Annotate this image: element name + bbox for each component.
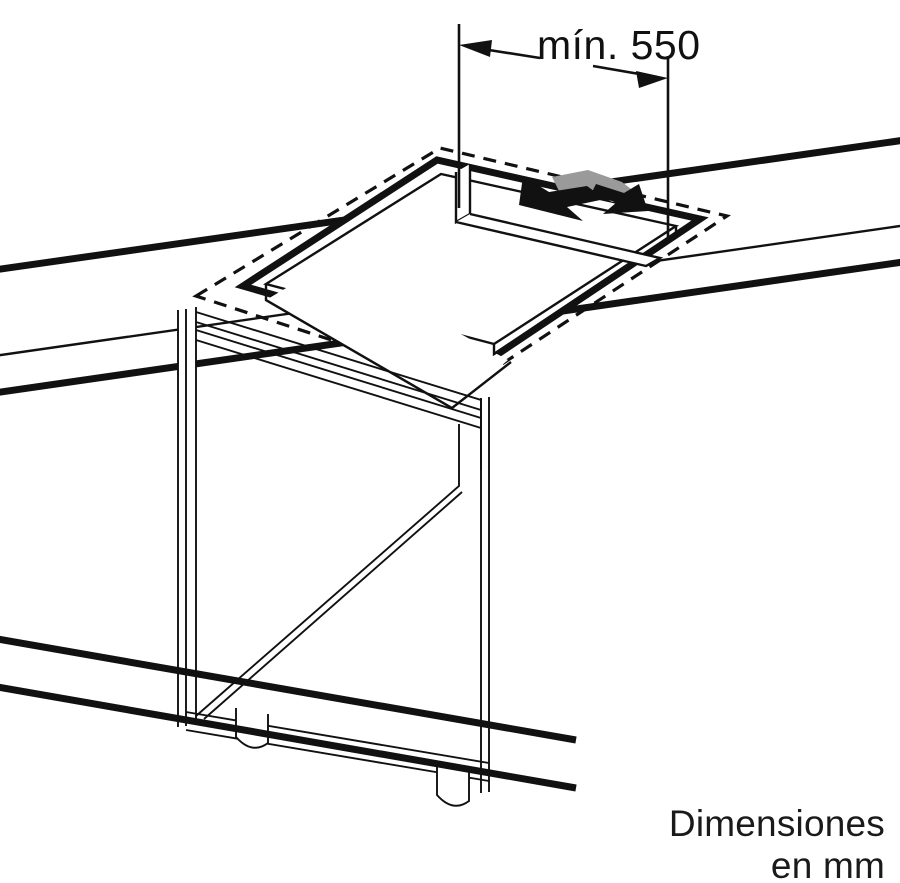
base-cabinet-group — [177, 307, 490, 807]
cabinet-foot-right — [436, 766, 470, 807]
caption-group: Dimensiones en mm — [669, 803, 885, 883]
cabinet-shelf-board-edge — [195, 339, 482, 429]
cabinet-interior-diagonal-edge — [195, 424, 460, 717]
dimension-arrow-left-head — [459, 40, 492, 57]
lip-front-outline — [455, 212, 664, 268]
foot-left-outline — [235, 708, 269, 749]
airflow-arrows-group — [519, 170, 648, 221]
foot-right-outline — [436, 766, 470, 807]
caption-line-en-mm: en mm — [771, 845, 885, 883]
airflow-arrow-left — [519, 176, 605, 221]
foot-right-body — [437, 766, 469, 806]
lip-front-face — [456, 214, 660, 266]
floor-line-lower — [0, 683, 577, 792]
cabinet-foot-left — [235, 708, 269, 749]
floor-line-upper — [0, 635, 577, 744]
cabinet-left-panel-face — [178, 307, 196, 726]
cutout-floor-front-edges — [265, 298, 512, 410]
dimension-label-min550: mín. 550 — [537, 22, 701, 68]
appliance-footprint-dashed-outline — [192, 146, 731, 387]
cutout-recess-floor — [266, 262, 508, 408]
cabinet-top-shelf-front-edge — [195, 321, 482, 411]
cabinet-top-shelf-lower-edge — [195, 329, 482, 419]
foot-left-body — [236, 708, 268, 748]
caption-line-dimensiones: Dimensiones — [669, 803, 885, 844]
airflow-arrow-right — [590, 184, 648, 214]
dimension-arrow-right-head — [636, 71, 668, 88]
floor-lines-group — [0, 635, 577, 792]
dimension-group-min550: mín. 550 — [457, 22, 701, 243]
